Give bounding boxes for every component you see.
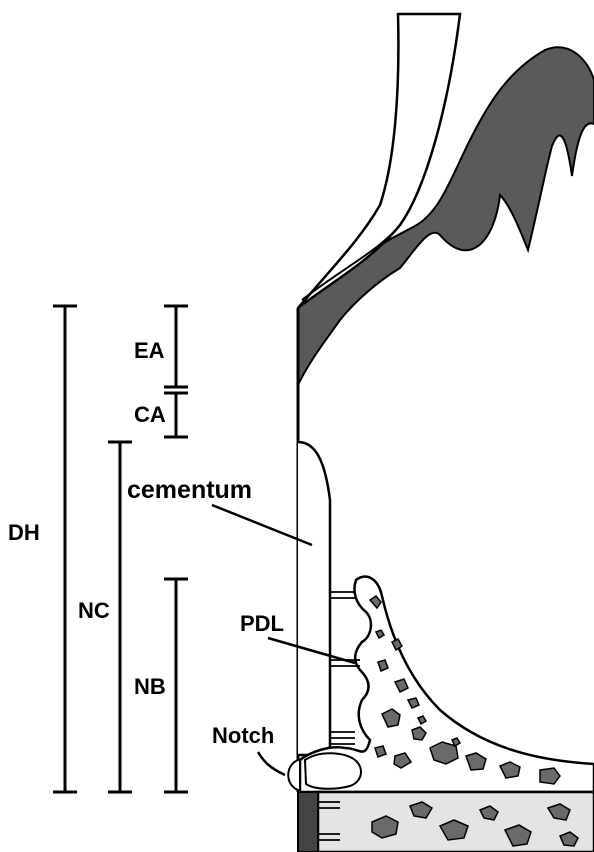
root-band [298, 792, 318, 852]
label-pdl: PDL [240, 611, 284, 636]
label-nb: NB [134, 674, 166, 699]
measurement-bars [53, 306, 188, 792]
pdl-fibers [330, 592, 360, 744]
label-dh: DH [8, 520, 40, 545]
notch-leader [258, 752, 285, 775]
label-nc: NC [78, 598, 110, 623]
label-cementum: cementum [127, 476, 252, 504]
cementum-layer [298, 442, 330, 755]
label-notch: Notch [212, 723, 274, 748]
label-ea: EA [134, 338, 165, 363]
notch-shape [288, 760, 300, 790]
notch-bulge [305, 753, 361, 789]
label-ca: CA [134, 402, 166, 427]
